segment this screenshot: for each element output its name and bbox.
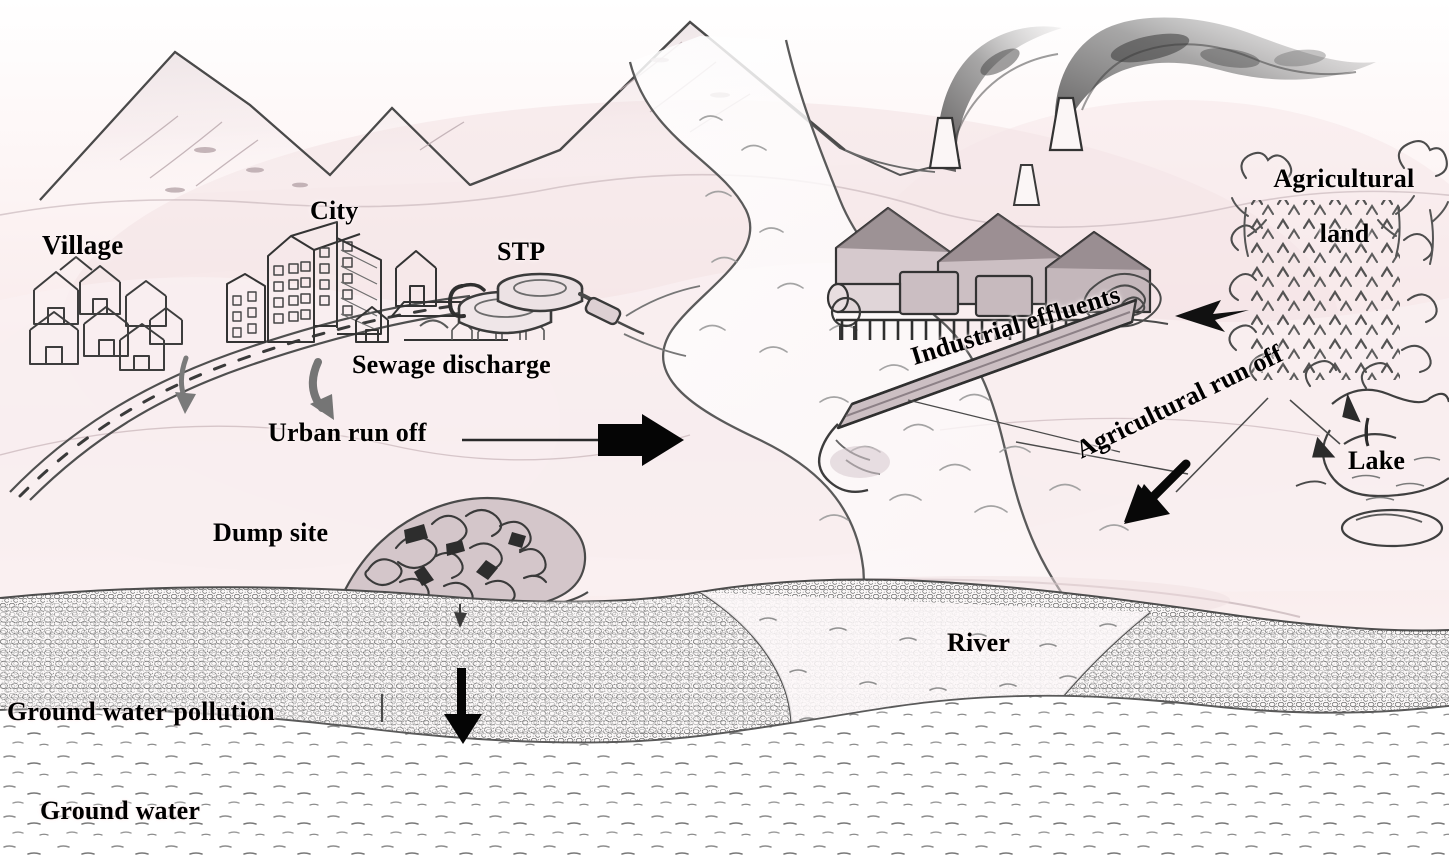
village-houses (29, 256, 183, 371)
label-agricultural-land: Agricultural land (1248, 137, 1414, 275)
label-ground-water: Ground water (40, 796, 201, 825)
label-agricultural-land-line1: Agricultural (1273, 163, 1415, 193)
groundwater-body (0, 694, 1449, 859)
lake-waterbody (1289, 388, 1449, 548)
smoke-plume-right (1054, 17, 1376, 144)
stp-tanks (447, 272, 701, 357)
label-urban-run-off: Urban run off (268, 418, 427, 447)
runoff-curved-arrow (175, 355, 196, 414)
crop-field (1228, 140, 1449, 390)
label-lake: Lake (1348, 446, 1406, 475)
city-buildings (226, 221, 545, 343)
agricultural-run-off-arrow (1124, 459, 1191, 524)
groundwater-infiltration-arrow (444, 604, 482, 744)
urban-run-off-arrow (462, 414, 684, 466)
effluent-guideline (1015, 441, 1189, 475)
agricultural-land-arrow (1175, 300, 1249, 332)
label-ground-water-pollution: Ground water pollution (7, 697, 275, 726)
agricultural-runoff-guideline (1175, 397, 1269, 493)
industrial-guideline (907, 399, 1121, 453)
label-agricultural-land-line2: land (1319, 218, 1370, 248)
label-village: Village (42, 230, 124, 260)
label-dump-site: Dump site (213, 518, 329, 547)
effluent-channel (817, 298, 1138, 493)
label-stp: STP (497, 237, 546, 266)
smoke-plume-left (937, 26, 1062, 172)
factory-complex (826, 17, 1376, 340)
label-city: City (310, 196, 359, 225)
sewage-curved-arrow (308, 358, 334, 420)
label-river: River (947, 628, 1011, 657)
label-sewage-discharge: Sewage discharge (352, 350, 551, 379)
